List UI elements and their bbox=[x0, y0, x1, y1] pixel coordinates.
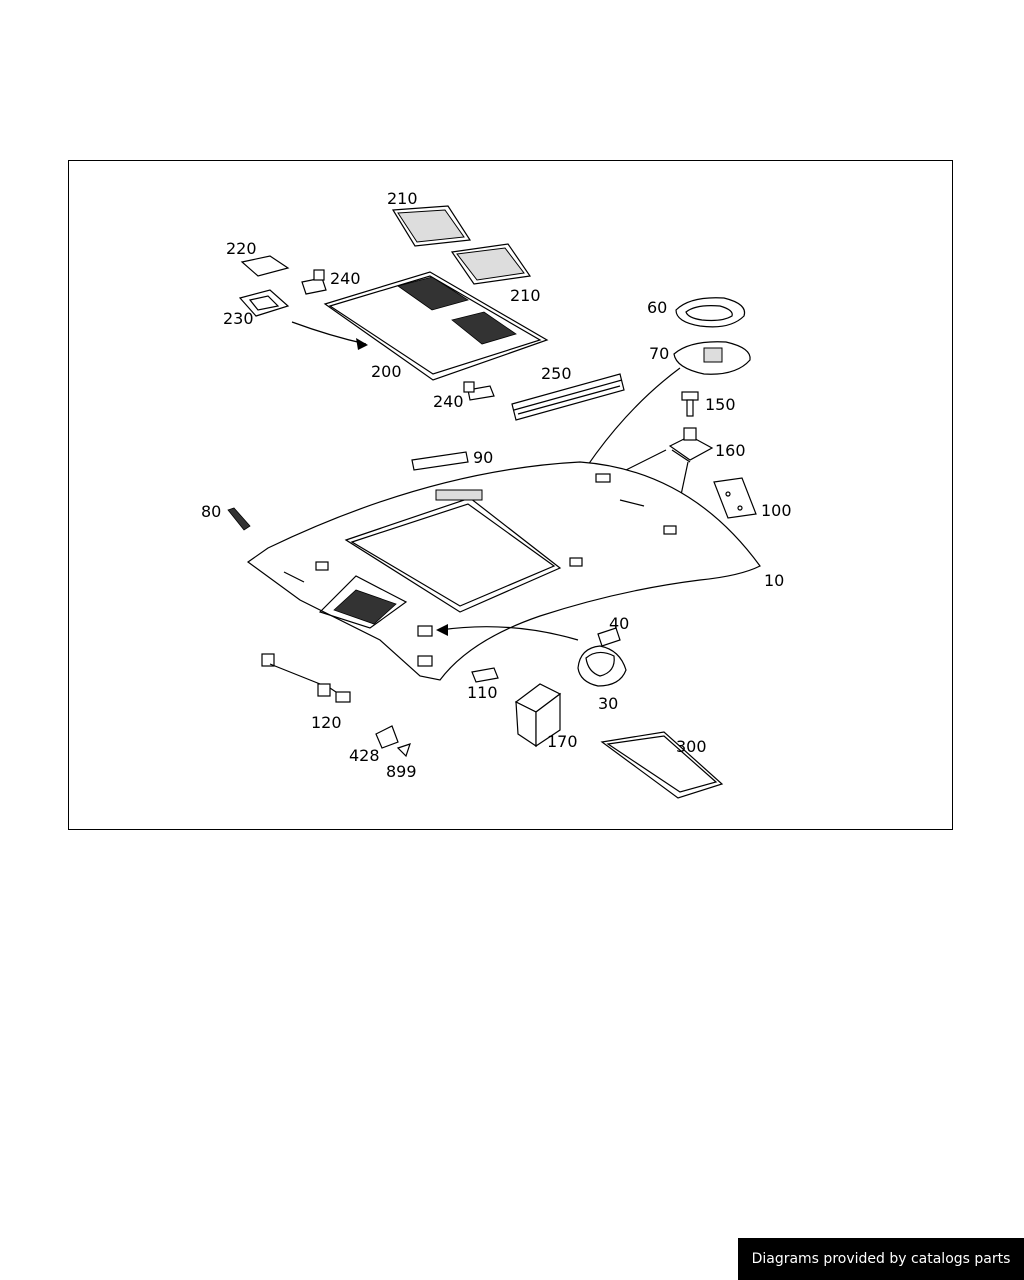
part-240-clip-upper bbox=[301, 269, 327, 295]
part-160-connector bbox=[668, 427, 714, 463]
callout-30: 30 bbox=[598, 694, 618, 713]
part-300-mat bbox=[600, 731, 724, 799]
assembly-arrow bbox=[439, 626, 579, 641]
part-100-bracket bbox=[713, 477, 757, 519]
callout-210: 210 bbox=[387, 189, 418, 208]
callout-220: 220 bbox=[226, 239, 257, 258]
credit-banner: Diagrams provided by catalogs parts bbox=[738, 1238, 1024, 1280]
callout-240: 240 bbox=[433, 392, 464, 411]
diagram-frame bbox=[68, 160, 953, 830]
part-200-sunroof-panel bbox=[323, 271, 549, 381]
part-30-reading-lamp bbox=[577, 645, 627, 687]
callout-210: 210 bbox=[510, 286, 541, 305]
part-60-frame bbox=[675, 297, 746, 328]
callout-250: 250 bbox=[541, 364, 572, 383]
part-428-clip bbox=[375, 725, 399, 749]
callout-200: 200 bbox=[371, 362, 402, 381]
part-120-harness bbox=[261, 653, 351, 703]
part-250-rail bbox=[511, 373, 625, 421]
part-40-bulb bbox=[597, 627, 621, 647]
callout-240: 240 bbox=[330, 269, 361, 288]
callout-230: 230 bbox=[223, 309, 254, 328]
callout-10: 10 bbox=[764, 571, 784, 590]
part-80-spring bbox=[227, 507, 251, 531]
part-210-filter-lower bbox=[450, 243, 532, 285]
part-110-pad bbox=[471, 667, 499, 683]
callout-70: 70 bbox=[649, 344, 669, 363]
callout-40: 40 bbox=[609, 614, 629, 633]
callout-90: 90 bbox=[473, 448, 493, 467]
part-150-screw bbox=[681, 391, 699, 417]
callout-60: 60 bbox=[647, 298, 667, 317]
arrow-head bbox=[356, 338, 368, 350]
callout-120: 120 bbox=[311, 713, 342, 732]
callout-160: 160 bbox=[715, 441, 746, 460]
part-70-lamp-unit bbox=[673, 341, 751, 375]
part-210-filter-upper bbox=[391, 205, 472, 247]
part-90-strip bbox=[411, 451, 469, 471]
part-230-handle bbox=[238, 289, 290, 317]
callout-80: 80 bbox=[201, 502, 221, 521]
arrow-head bbox=[436, 624, 448, 636]
part-10-headliner bbox=[246, 461, 761, 681]
part-220-cover bbox=[240, 255, 290, 277]
callout-110: 110 bbox=[467, 683, 498, 702]
callout-100: 100 bbox=[761, 501, 792, 520]
part-170-block bbox=[514, 683, 562, 748]
part-240-clip-lower bbox=[463, 381, 495, 401]
part-899-screw bbox=[396, 743, 411, 758]
callout-300: 300 bbox=[676, 737, 707, 756]
callout-170: 170 bbox=[547, 732, 578, 751]
callout-899: 899 bbox=[386, 762, 417, 781]
callout-150: 150 bbox=[705, 395, 736, 414]
callout-428: 428 bbox=[349, 746, 380, 765]
